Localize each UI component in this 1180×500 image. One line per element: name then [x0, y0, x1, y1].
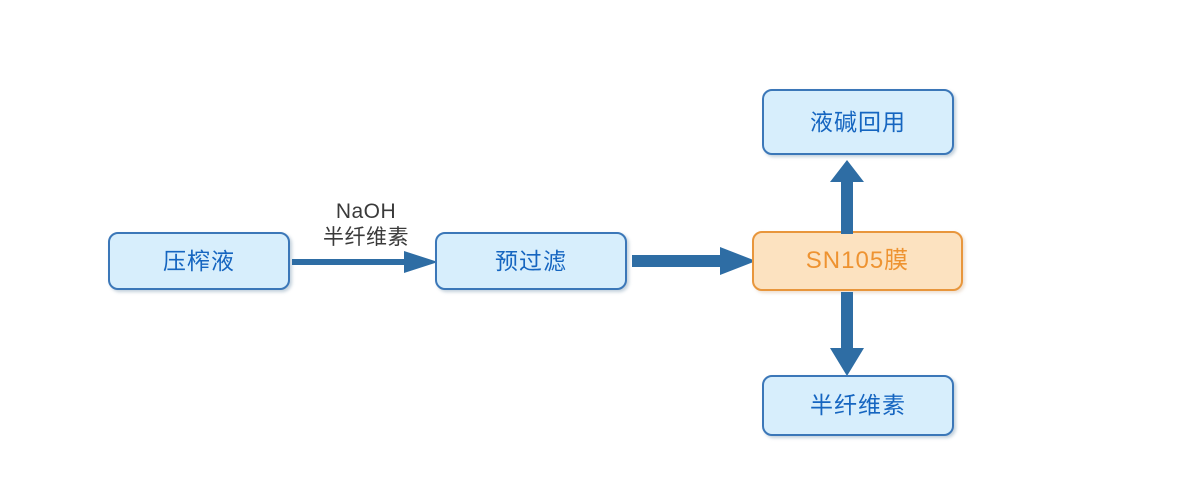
arrow-membrane-to-alkali-recycle	[830, 160, 864, 234]
node-sn105-membrane[interactable]: SN105膜	[752, 231, 963, 291]
node-sn105-membrane-label: SN105膜	[805, 247, 910, 274]
edge-label-naoh-line2: 半纤维素	[323, 225, 409, 249]
node-hemicellulose-label: 半纤维素	[810, 392, 906, 418]
node-press-liquid[interactable]: 压榨液	[108, 232, 290, 290]
edge-label-naoh: NaOH 半纤维素	[288, 199, 444, 250]
arrow-press-to-prefilter	[292, 251, 438, 273]
node-hemicellulose[interactable]: 半纤维素	[762, 375, 954, 436]
node-press-liquid-label: 压榨液	[163, 247, 235, 274]
node-prefilter-label: 预过滤	[495, 247, 567, 274]
node-alkali-recycle-label: 液碱回用	[810, 108, 906, 135]
node-prefilter[interactable]: 预过滤	[435, 232, 627, 290]
node-alkali-recycle[interactable]: 液碱回用	[762, 89, 954, 155]
edge-label-naoh-line1: NaOH	[335, 200, 397, 223]
arrow-prefilter-to-membrane	[632, 247, 756, 275]
arrow-membrane-to-hemicellulose	[830, 292, 864, 376]
